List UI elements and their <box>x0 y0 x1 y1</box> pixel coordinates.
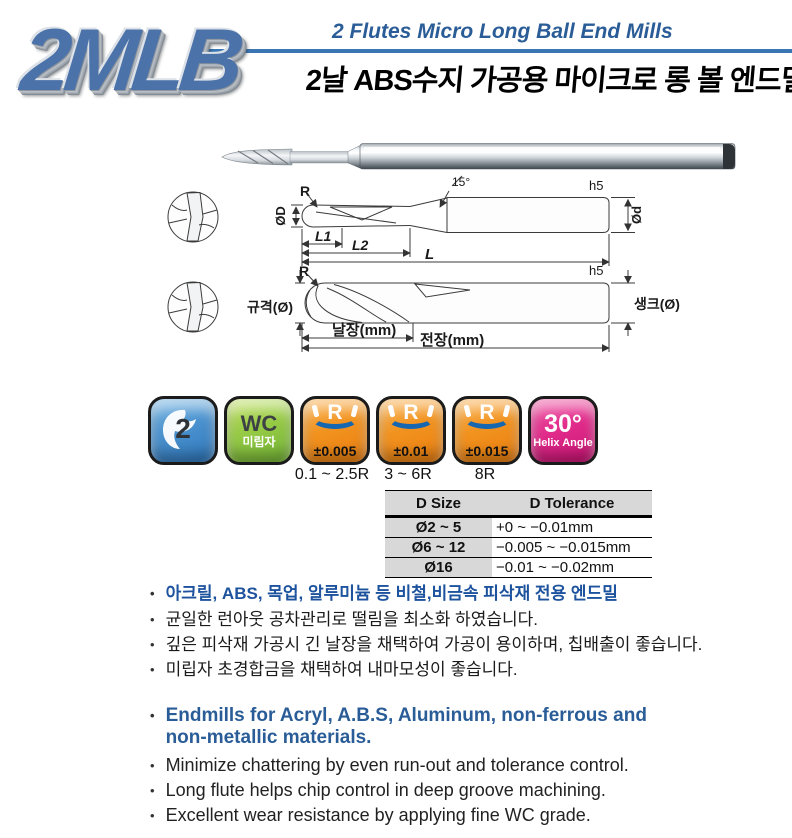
badge-radius-tol-2: R ±0.01 <box>376 396 446 465</box>
subtitle-english: 2 Flutes Micro Long Ball End Mills <box>332 20 673 43</box>
feature-text: Long flute helps chip control in deep gr… <box>165 780 606 800</box>
d-size-cell: Ø2 ~ 5 <box>385 516 492 538</box>
label-l: L <box>425 246 434 263</box>
dimension-diagram-labels: R ØD 15° h5 Ød L1 L2 L <box>273 175 644 263</box>
brand-logo: 2MLB <box>16 10 243 109</box>
wc-sublabel: 미립자 <box>242 434 276 449</box>
label-size-ko: 규격(Ø) <box>247 299 293 315</box>
helix-degree: 30° <box>544 410 582 438</box>
page-title-korean: 2날 ABS수지 가공용 마이크로 롱 볼 엔드밀 <box>304 65 792 97</box>
feature-text: 균일한 런아웃 공차관리로 떨림을 최소화 하였습니다. <box>165 610 538 629</box>
label-l1: L1 <box>315 228 332 244</box>
radius-tolerance: ±0.01 <box>393 443 429 459</box>
radius-tolerance: ±0.005 <box>313 443 357 459</box>
technical-diagrams: R ØD 15° h5 Ød L1 L2 L <box>167 143 736 352</box>
badge-radius-tol-1: R ±0.005 <box>300 396 370 465</box>
bullet-icon: • <box>150 708 155 723</box>
endmill-photo <box>221 143 736 170</box>
label-r: R <box>300 183 310 199</box>
feature-item: • 아크릴, ABS, 목업, 알루미늄 등 비철,비금속 피삭재 전용 엔드밀 <box>150 583 770 605</box>
table-row: Ø6 ~ 12 −0.005 ~ −0.015mm <box>385 537 652 558</box>
badge-wc-grade: WC 미립자 <box>224 396 294 465</box>
feature-item: • Endmills for Acryl, A.B.S, Aluminum, n… <box>150 705 790 749</box>
bullet-icon: • <box>150 808 155 823</box>
table-row: Ø16 −0.01 ~ −0.02mm <box>385 557 652 578</box>
bullet-icon: • <box>150 612 155 627</box>
radius-range: 0.1 ~ 2.5R <box>294 466 370 483</box>
col-header-d-tolerance: D Tolerance <box>492 490 652 518</box>
radius-tolerance: ±0.015 <box>465 443 509 459</box>
arc-icon <box>387 407 435 429</box>
bullet-icon: • <box>150 783 155 798</box>
label-shank-dia: Ød <box>629 206 644 224</box>
label-h5-bottom: h5 <box>589 263 603 278</box>
dimension-diagram <box>167 175 635 266</box>
tolerance-table: D Size D Tolerance Ø2 ~ 5 +0 ~ −0.01mm Ø… <box>385 490 652 578</box>
wc-label: WC <box>240 410 278 436</box>
label-shank-ko: 생크(Ø) <box>634 296 680 312</box>
front-view-bottom <box>167 281 219 333</box>
feature-item: • 균일한 런아웃 공차관리로 떨림을 최소화 하였습니다. <box>150 609 770 631</box>
arc-icon <box>311 407 359 429</box>
spec-badge-row: 2 WC 미립자 R ±0.005 R ±0.01 R ±0. <box>148 396 598 465</box>
feature-item: • Minimize chattering by even run-out an… <box>150 755 790 777</box>
bullet-icon: • <box>150 758 155 773</box>
d-tolerance-cell: −0.01 ~ −0.02mm <box>492 557 652 578</box>
label-flute-length: 날장(mm) <box>332 321 396 339</box>
col-header-d-size: D Size <box>385 490 492 518</box>
d-tolerance-cell: +0 ~ −0.01mm <box>492 516 652 538</box>
feature-text: Endmills for Acryl, A.B.S, Aluminum, non… <box>165 705 647 748</box>
table-row: Ø2 ~ 5 +0 ~ −0.01mm <box>385 516 652 538</box>
feature-item: • 미립자 초경합금을 채택하여 내마모성이 좋습니다. <box>150 659 770 681</box>
radius-range: 8R <box>474 466 496 483</box>
feature-text: 깊은 피삭재 가공시 긴 날장을 채택하여 가공이 용이하며, 칩배출이 좋습니… <box>165 635 703 654</box>
bullet-icon: • <box>150 586 155 601</box>
table-header-row: D Size D Tolerance <box>385 490 652 518</box>
feature-text: Minimize chattering by even run-out and … <box>165 755 629 775</box>
features-korean: • 아크릴, ABS, 목업, 알루미늄 등 비철,비금속 피삭재 전용 엔드밀… <box>150 583 770 684</box>
feature-text: Excellent wear resistance by applying fi… <box>165 805 591 825</box>
front-view-top <box>167 191 219 243</box>
feature-item: • Excellent wear resistance by applying … <box>150 805 790 827</box>
swirl-icon <box>163 409 196 449</box>
feature-text: 미립자 초경합금을 채택하여 내마모성이 좋습니다. <box>165 660 518 679</box>
d-tolerance-cell: −0.005 ~ −0.015mm <box>492 537 652 558</box>
feature-text: 아크릴, ABS, 목업, 알루미늄 등 비철,비금속 피삭재 전용 엔드밀 <box>165 584 618 603</box>
feature-item: • Long flute helps chip control in deep … <box>150 780 790 802</box>
korean-diagram <box>167 270 635 352</box>
korean-diagram-labels: R 규격(Ø) h5 생크(Ø) 날장(mm) 전장(mm) <box>247 263 680 349</box>
badge-radius-tol-3: R ±0.015 <box>452 396 522 465</box>
helix-label: Helix Angle <box>533 437 593 449</box>
label-angle: 15° <box>452 175 470 189</box>
flute-count: 2 <box>175 413 191 444</box>
feature-item: • 깊은 피삭재 가공시 긴 날장을 채택하여 가공이 용이하며, 칩배출이 좋… <box>150 634 770 656</box>
radius-range: 3 ~ 6R <box>384 466 432 483</box>
d-size-cell: Ø16 <box>385 557 492 578</box>
label-l2: L2 <box>352 237 369 253</box>
features-english: • Endmills for Acryl, A.B.S, Aluminum, n… <box>150 705 790 830</box>
badge-two-flutes: 2 <box>148 396 218 465</box>
radius-range-row: 0.1 ~ 2.5R 3 ~ 6R 8R <box>0 466 792 484</box>
arc-icon <box>463 407 511 429</box>
label-dia-d: ØD <box>273 206 288 226</box>
label-h5-top: h5 <box>589 178 603 193</box>
d-size-cell: Ø6 ~ 12 <box>385 537 492 558</box>
bullet-icon: • <box>150 637 155 652</box>
label-overall-length: 전장(mm) <box>420 331 484 349</box>
label-r2: R <box>299 263 309 279</box>
bullet-icon: • <box>150 662 155 677</box>
header-divider <box>190 49 792 53</box>
badge-helix-angle: 30° Helix Angle <box>528 396 598 465</box>
